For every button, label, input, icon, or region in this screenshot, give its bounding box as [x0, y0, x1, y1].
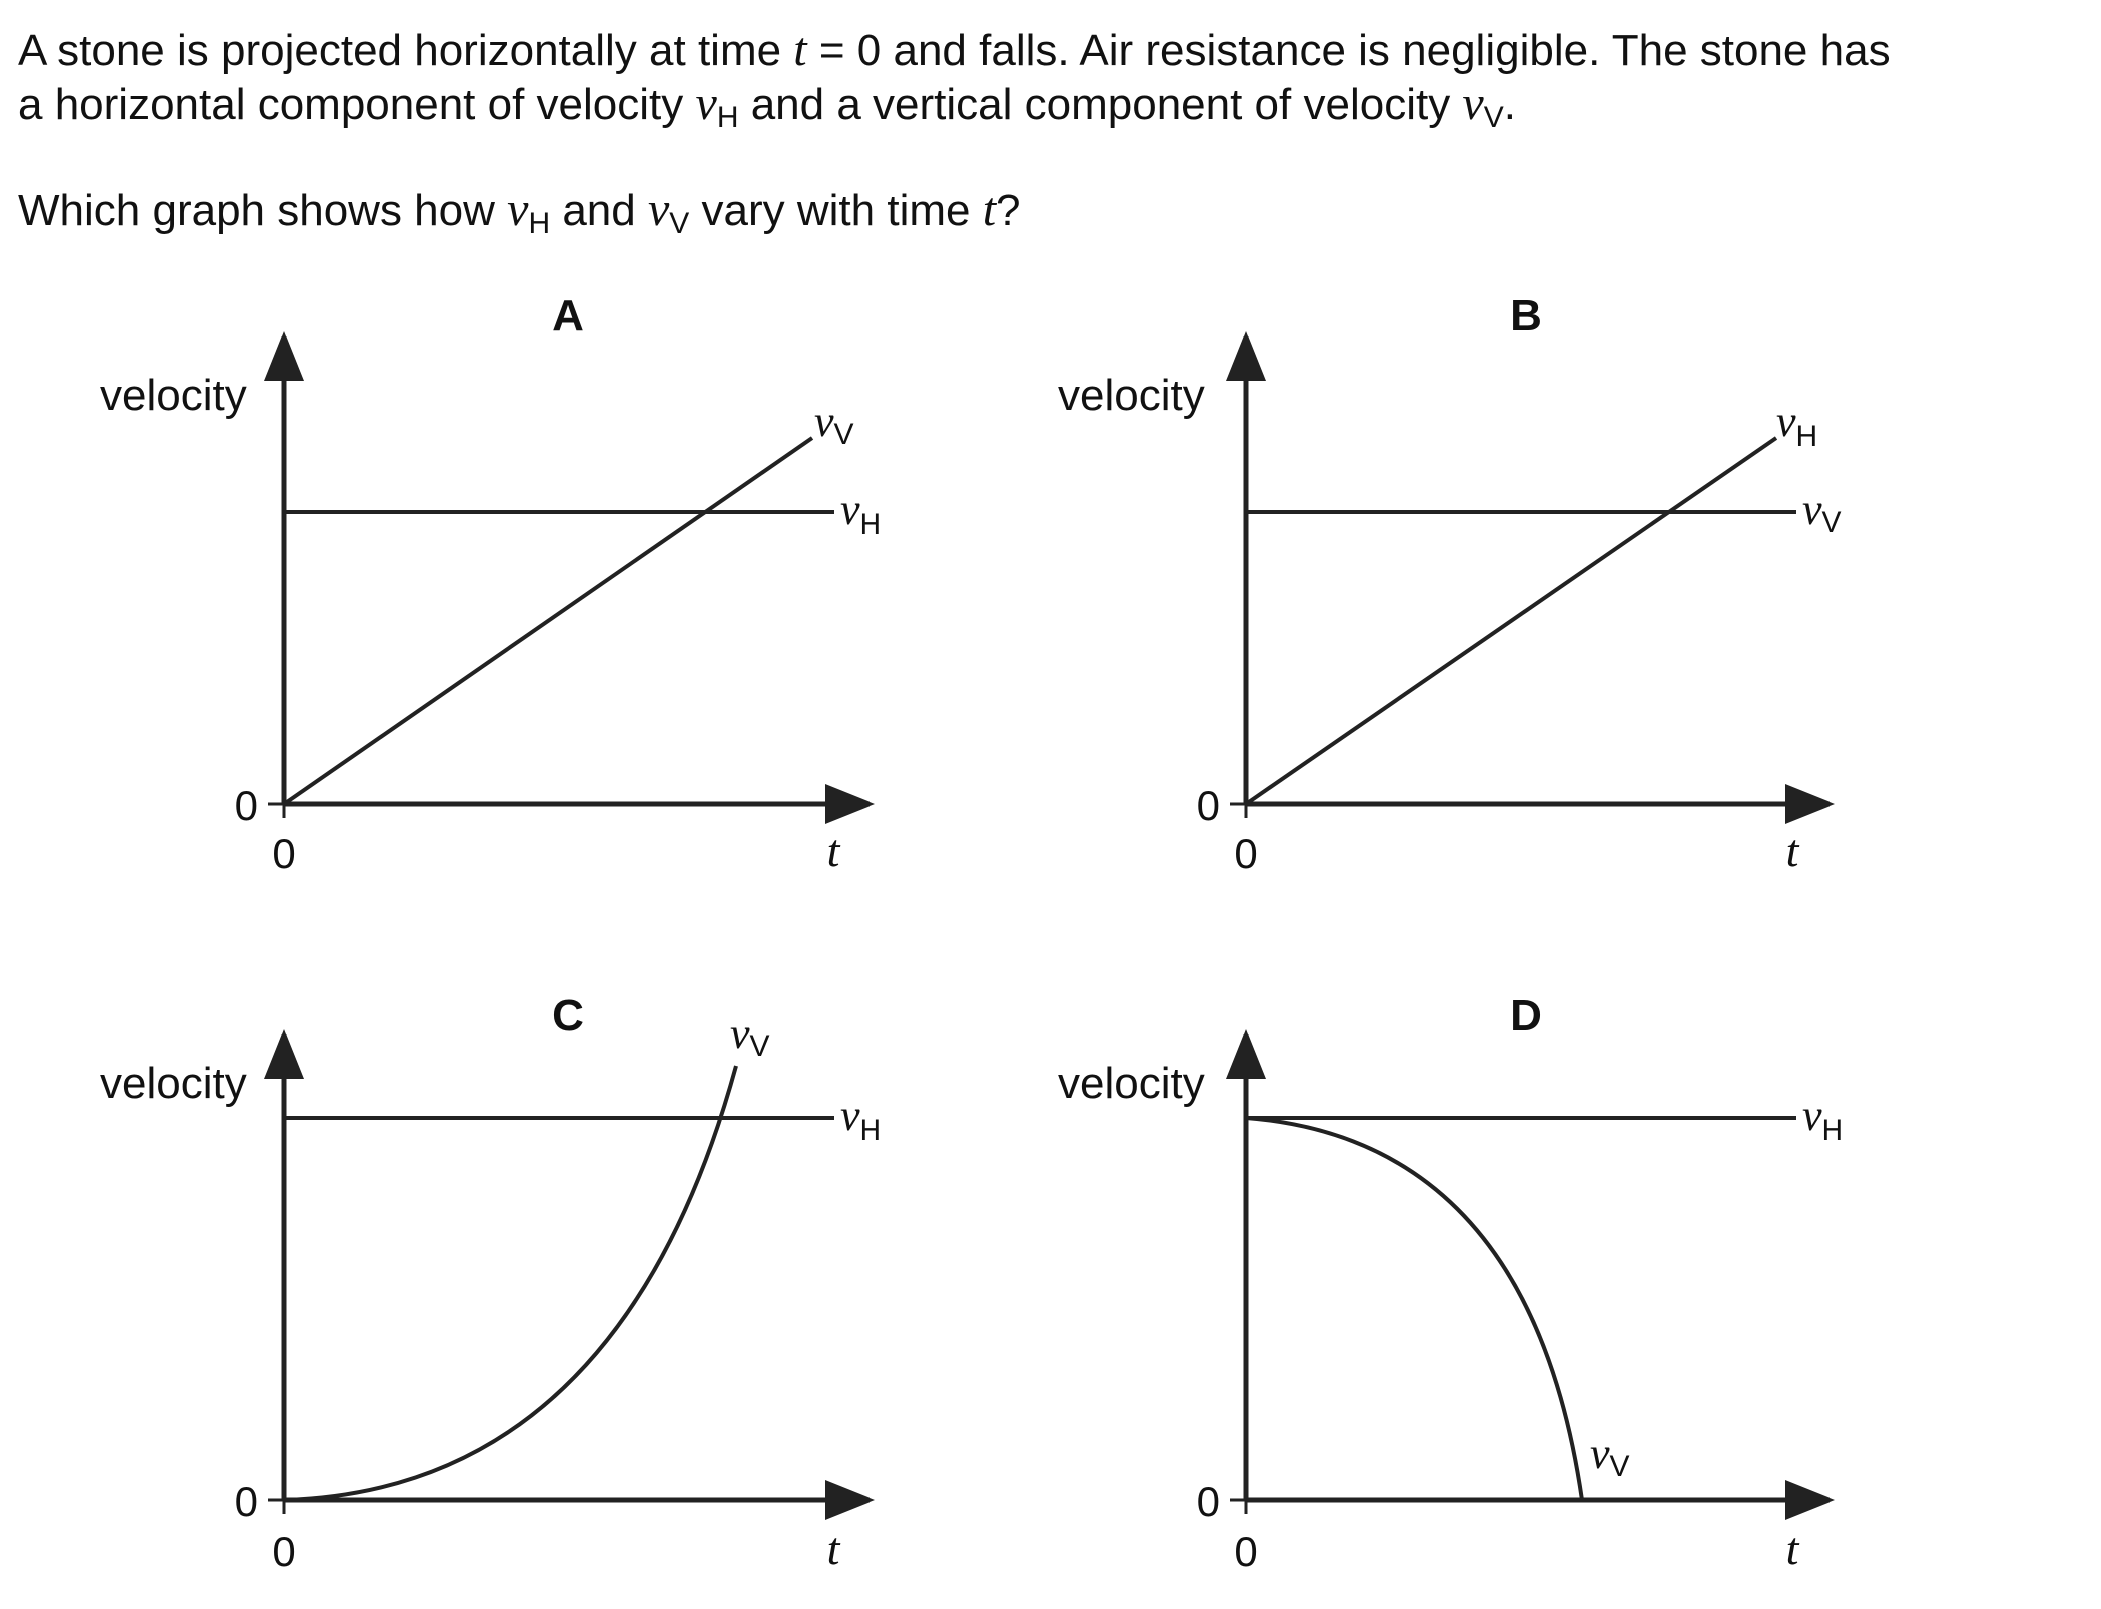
question-line-2: a horizontal component of velocity vH an… — [18, 77, 1516, 134]
graph-b-label: B — [1510, 291, 1542, 340]
graph-c: C velocity 0 0 t vV vH — [100, 991, 881, 1575]
graph-d-vh-label: vH — [1802, 1091, 1843, 1147]
graph-d-vv-label: vV — [1590, 1429, 1630, 1483]
graph-c-origin-y-label: 0 — [235, 1478, 258, 1525]
graph-a-origin-y-label: 0 — [235, 782, 258, 829]
graph-b-y-axis-label: velocity — [1058, 371, 1205, 420]
graph-b: B velocity 0 0 t vH vV — [1058, 291, 1842, 877]
graph-d-origin-x-label: 0 — [1234, 1528, 1257, 1575]
graph-c-vh-label: vH — [840, 1091, 881, 1147]
graph-b-vh-line — [1244, 436, 1778, 806]
graph-b-vv-label: vV — [1802, 485, 1842, 539]
graph-d: D velocity 0 0 t vH vV — [1058, 991, 1843, 1575]
graph-b-origin-y-label: 0 — [1197, 782, 1220, 829]
graph-c-origin-x-label: 0 — [272, 1528, 295, 1575]
graph-c-x-axis-label: t — [827, 1523, 841, 1574]
graph-a-origin-x-label: 0 — [272, 830, 295, 877]
graph-d-vv-curve — [1245, 1116, 1584, 1501]
graph-d-x-axis-label: t — [1786, 1523, 1800, 1574]
graph-d-label: D — [1510, 991, 1542, 1040]
graph-d-y-axis-label: velocity — [1058, 1059, 1205, 1108]
graph-b-x-axis-label: t — [1786, 825, 1800, 876]
graph-c-y-axis-label: velocity — [100, 1059, 247, 1108]
graph-b-vh-label: vH — [1776, 397, 1817, 453]
question-line-1: A stone is projected horizontally at tim… — [18, 23, 1891, 76]
graph-c-label: C — [552, 991, 584, 1040]
graph-a-vh-label: vH — [840, 485, 881, 541]
question-line-3: Which graph shows how vH and vV vary wit… — [18, 183, 1021, 240]
graph-a-vv-line — [282, 436, 814, 806]
graph-d-origin-y-label: 0 — [1197, 1478, 1220, 1525]
graph-c-vv-label: vV — [730, 1009, 770, 1063]
graph-c-vv-curve — [283, 1065, 738, 1502]
graph-a-x-axis-label: t — [827, 825, 841, 876]
graph-a-y-axis-label: velocity — [100, 371, 247, 420]
graph-a-vv-label: vV — [814, 397, 854, 451]
graph-a: A velocity 0 0 t vV vH — [100, 291, 881, 877]
graph-b-origin-x-label: 0 — [1234, 830, 1257, 877]
graph-a-label: A — [552, 291, 584, 340]
